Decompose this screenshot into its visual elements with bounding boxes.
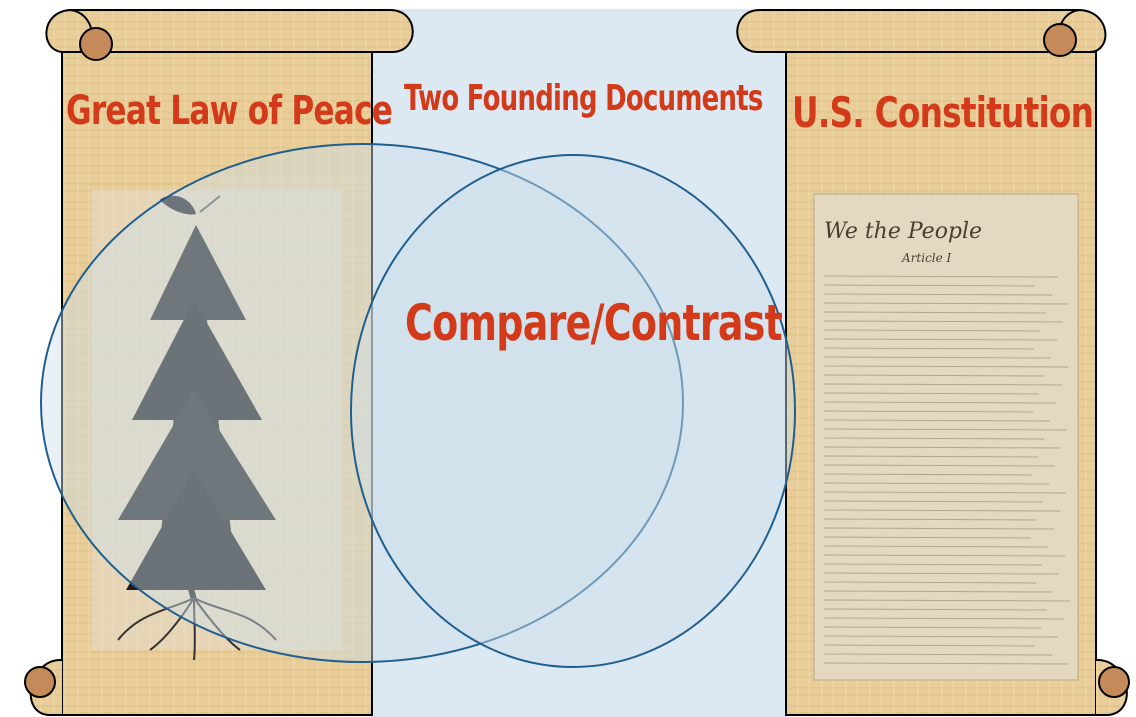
left-scroll-title: Great Law of Peace: [66, 88, 393, 134]
document-text-line: [823, 446, 1062, 449]
pine-tree-illustration: [92, 190, 342, 661]
venn-overlap-label: Compare/Contrast: [405, 294, 783, 352]
document-text-line: [823, 419, 1051, 422]
document-text-line: [823, 545, 1049, 548]
center-panel-title: Two Founding Documents: [404, 78, 763, 119]
document-subheading: Article I: [901, 251, 952, 265]
constitution-document-image: We the People Article I: [813, 193, 1079, 681]
document-text-line: [823, 662, 1070, 665]
document-text-line: [823, 617, 1065, 620]
document-text-line: [823, 293, 1053, 296]
document-text-line: [823, 500, 1044, 503]
document-text-line: [823, 572, 1060, 575]
document-text-line: [823, 599, 1071, 602]
document-text-line: [823, 455, 1039, 458]
document-text-line: [823, 437, 1045, 440]
venn-circle-left: [40, 143, 684, 663]
document-text-line: [823, 320, 1064, 323]
document-text-line: [823, 365, 1069, 368]
document-heading: We the People: [824, 219, 982, 244]
document-text-line: [823, 338, 1058, 341]
document-text-line: [823, 401, 1057, 404]
center-panel: [371, 9, 787, 717]
document-text-line: [823, 284, 1036, 287]
document-text-line: [823, 581, 1037, 584]
document-text-line: [823, 302, 1070, 305]
document-text-line: [823, 644, 1036, 647]
document-text-line: [823, 410, 1034, 413]
document-text-line: [823, 311, 1047, 314]
document-text-line: [823, 329, 1041, 332]
document-text-line: [823, 392, 1040, 395]
document-text-line: [823, 590, 1054, 593]
document-text-line: [823, 536, 1032, 539]
document-text-line: [823, 464, 1056, 467]
document-text-line: [823, 482, 1050, 485]
document-text-line: [823, 374, 1046, 377]
document-text-line: [823, 383, 1063, 386]
document-text-line: [823, 428, 1068, 431]
document-text-line: [823, 356, 1052, 359]
document-text-line: [823, 608, 1048, 611]
document-text-line: [823, 473, 1033, 476]
document-text-line: [823, 626, 1042, 629]
document-text-line: [823, 275, 1059, 278]
venn-circle-right: [350, 154, 796, 668]
document-text-line: [823, 527, 1055, 530]
document-text-line: [823, 347, 1035, 350]
document-text-line: [823, 509, 1061, 512]
document-text-line: [823, 653, 1053, 656]
right-scroll-title: U.S. Constitution: [792, 88, 1094, 137]
document-text-line: [823, 635, 1059, 638]
document-text-line: [823, 518, 1038, 521]
document-text-line: [823, 491, 1067, 494]
document-text-line: [823, 554, 1066, 557]
document-text-line: [823, 563, 1043, 566]
